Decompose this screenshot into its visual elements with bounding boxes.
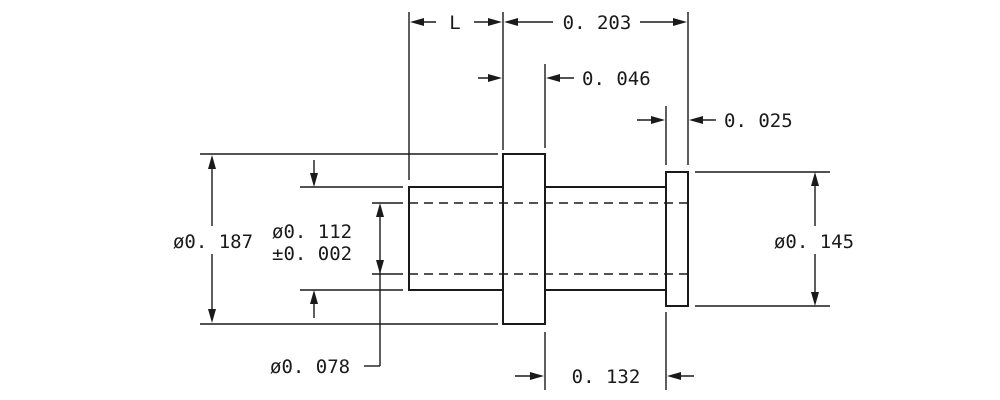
head-thickness-label: 0. 025 bbox=[724, 110, 793, 132]
head bbox=[665, 171, 689, 307]
overall-length-label: 0. 203 bbox=[563, 12, 632, 34]
length-label: L bbox=[449, 12, 460, 34]
flange-diameter-label: ø0. 187 bbox=[173, 231, 253, 253]
dimension-flange-diameter: ø0. 187 bbox=[168, 155, 260, 323]
part-outline bbox=[408, 153, 689, 325]
bore-diameter-label: ø0. 078 bbox=[270, 356, 350, 378]
dimension-head-thickness: 0. 025 bbox=[637, 110, 793, 132]
extension-lines bbox=[200, 12, 830, 390]
bore-hidden-lines bbox=[409, 202, 688, 275]
body-length-label: 0. 132 bbox=[572, 366, 641, 388]
dimension-head-diameter: ø0. 145 bbox=[768, 172, 860, 306]
dimension-shank-diameter: ø0. 112 ±0. 002 bbox=[272, 160, 352, 318]
flange bbox=[502, 153, 546, 325]
left-shank bbox=[408, 186, 505, 291]
head-diameter-label: ø0. 145 bbox=[774, 231, 854, 253]
shank-tolerance-label: ±0. 002 bbox=[272, 243, 352, 265]
shank-diameter-label: ø0. 112 bbox=[272, 221, 352, 243]
dimension-body-length: 0. 132 bbox=[515, 366, 694, 388]
flange-thickness-label: 0. 046 bbox=[582, 68, 651, 90]
dimension-overall-length: 0. 203 bbox=[504, 12, 687, 34]
dimension-length: L bbox=[410, 12, 502, 34]
dimension-bore-diameter: ø0. 078 bbox=[270, 203, 384, 378]
body bbox=[544, 186, 668, 291]
dimension-flange-thickness: 0. 046 bbox=[478, 68, 651, 90]
